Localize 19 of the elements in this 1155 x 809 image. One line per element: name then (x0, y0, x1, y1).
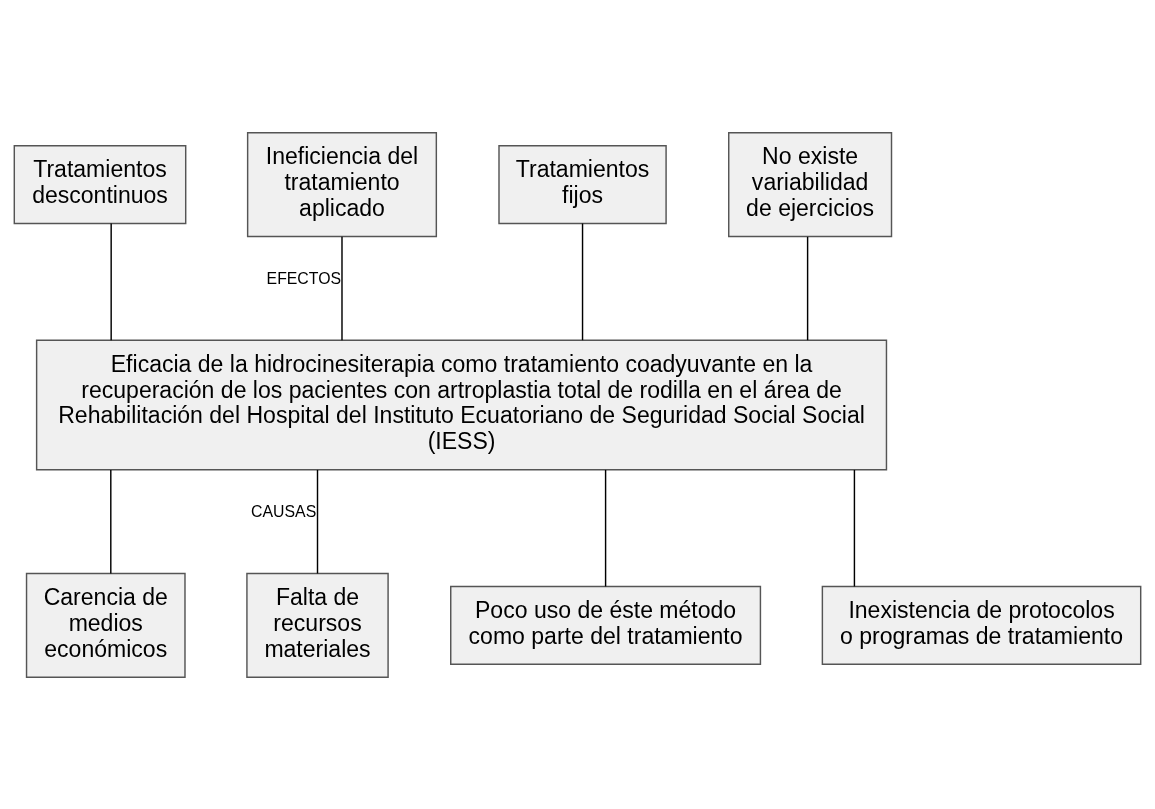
connector (341, 235, 343, 341)
node-box: Falta de recursos materiales (246, 572, 389, 678)
connector (581, 222, 584, 341)
node-box: Ineficiencia del tratamiento aplicado (246, 131, 438, 237)
connector (806, 235, 809, 341)
connector (316, 468, 319, 574)
connector (853, 468, 856, 587)
edge-label: CAUSAS (251, 502, 317, 520)
node-box: Eficacia de la hidrocinesiterapia como tratamiento coadyuvante en la recuperación de los pacientes con artroplastia total de rodilla en el área de Rehabilitación del Hospital del Instituto Ecuatoriano de Seguridad Social Social (IESS) (35, 338, 888, 471)
node-box: Tratamientos descontinuos (13, 144, 187, 224)
node-box: Carencia de medios económicos (25, 572, 186, 678)
edge-label: EFECTOS (266, 269, 342, 287)
connector (604, 468, 607, 587)
connector (110, 222, 112, 341)
node-box: Tratamientos fijos (498, 144, 667, 224)
connector (110, 468, 112, 574)
node-box: Poco uso de éste método como parte del tratamiento (450, 585, 762, 665)
node-box: No existe variabilidad de ejercicios (728, 131, 893, 237)
node-box: Inexistencia de protocolos o programas de tratamiento (821, 585, 1142, 665)
